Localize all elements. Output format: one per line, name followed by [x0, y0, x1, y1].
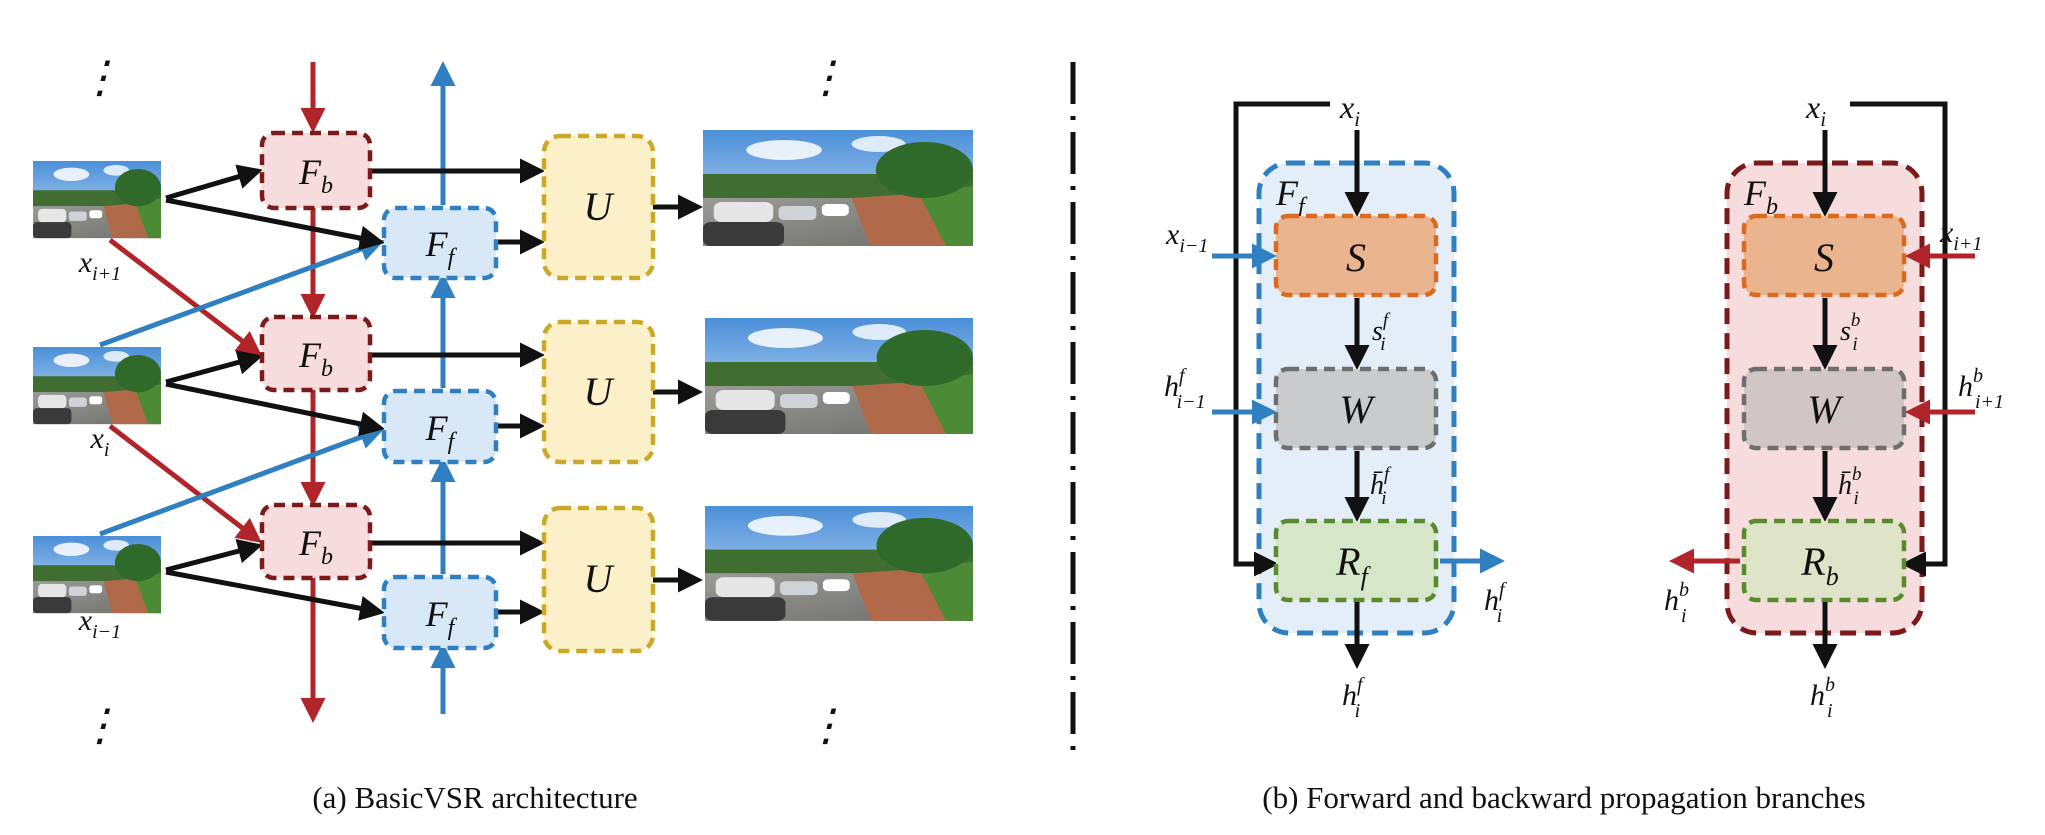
- input-image-mid: [33, 347, 161, 425]
- forward-W-label: W: [1339, 387, 1376, 432]
- caption-b: (b) Forward and backward propagation bra…: [1262, 780, 1865, 815]
- backward-input-x: xi: [1805, 89, 1826, 131]
- forward-R-block: [1273, 518, 1439, 603]
- forward-S-label: S: [1346, 235, 1366, 280]
- input-image-bottom: [33, 536, 161, 614]
- svg-text:Ff: Ff: [425, 594, 458, 641]
- backward-skip-path: [1850, 101, 1948, 577]
- forward-block-3: Ff: [381, 574, 499, 651]
- backward-input-diag-2: [108, 424, 262, 544]
- forward-R-label: Rf: [1335, 539, 1371, 591]
- upsample-block-1: U: [541, 133, 656, 281]
- forward-branch-label: Ff: [1275, 173, 1308, 220]
- arrow-img3-fb3: [165, 538, 263, 573]
- backward-S-label: S: [1814, 235, 1834, 280]
- svg-text:Fb: Fb: [298, 523, 333, 570]
- output-image-top: [703, 130, 973, 246]
- ellipsis-top-left: ⋮: [78, 53, 122, 102]
- upsample-block-3: U: [541, 505, 656, 654]
- backward-R-label: Rb: [1800, 539, 1838, 591]
- backward-input-next-x: xi+1: [1939, 216, 1982, 255]
- output-image-bottom: [705, 506, 973, 621]
- backward-S-block: [1741, 213, 1907, 298]
- backward-block-3: Fb: [259, 502, 373, 581]
- svg-text:Ff: Ff: [425, 224, 458, 271]
- ellipsis-top-right: ⋮: [804, 53, 848, 102]
- input-image-top: [33, 161, 161, 239]
- forward-block-2: Ff: [381, 388, 499, 465]
- ellipsis-bottom-left: ⋮: [78, 701, 122, 750]
- input-label-mid: xi: [90, 422, 110, 461]
- forward-input-prev-x: xi−1: [1165, 218, 1208, 257]
- arrow-img2-ff2: [165, 381, 385, 437]
- input-label-bottom: xi−1: [78, 604, 121, 643]
- upsample-block-2: U: [541, 319, 656, 465]
- output-image-mid: [705, 318, 973, 434]
- forward-input-diag-2: [99, 425, 385, 537]
- arrow-img1-ff1: [165, 197, 385, 251]
- svg-text:U: U: [584, 184, 616, 229]
- arrow-img3-ff3: [165, 569, 385, 621]
- forward-W-block: [1273, 366, 1439, 451]
- forward-input-diag-1: [99, 237, 385, 348]
- input-label-top: xi+1: [78, 246, 121, 285]
- panel-a: ⋮ ⋮ ⋮ ⋮ xi+1 xi xi−1: [33, 53, 973, 750]
- svg-text:U: U: [584, 369, 616, 414]
- backward-W-block: [1741, 366, 1907, 451]
- backward-block-2: Fb: [259, 314, 373, 393]
- backward-W-label: W: [1807, 387, 1844, 432]
- arrow-img1-fb1: [165, 164, 263, 201]
- backward-input-diag-1: [108, 238, 262, 357]
- svg-text:Fb: Fb: [298, 152, 333, 199]
- backward-branch-label: Fb: [1743, 173, 1778, 220]
- backward-block-1: Fb: [259, 130, 373, 211]
- svg-text:U: U: [584, 556, 616, 601]
- backward-R-block: [1741, 518, 1907, 603]
- caption-a: (a) BasicVSR architecture: [312, 780, 637, 815]
- forward-block-1: Ff: [381, 205, 499, 281]
- forward-S-block: [1273, 213, 1439, 298]
- ellipsis-bottom-right: ⋮: [804, 701, 848, 750]
- svg-text:Ff: Ff: [425, 408, 458, 455]
- forward-skip-path: [1233, 101, 1330, 577]
- arrow-img2-fb2: [165, 350, 263, 385]
- svg-text:Fb: Fb: [298, 335, 333, 382]
- forward-input-x: xi: [1339, 89, 1360, 131]
